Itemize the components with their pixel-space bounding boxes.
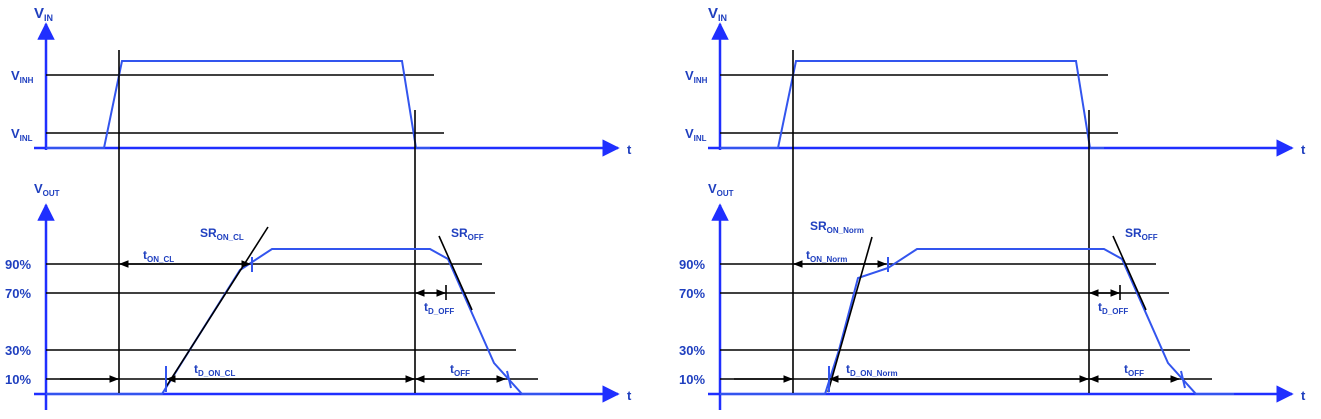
pct-70-label: 70% bbox=[5, 286, 31, 301]
tdoff-label: tD_OFF bbox=[424, 300, 454, 316]
vin-label: VIN bbox=[34, 5, 53, 23]
sr-on-tangent bbox=[165, 226, 269, 388]
pct-10-label: 10% bbox=[5, 372, 31, 387]
sr-off-label: SROFF bbox=[451, 226, 484, 242]
tdoff-label: tD_OFF bbox=[1098, 300, 1128, 316]
toff-label: tOFF bbox=[1124, 362, 1144, 378]
t-axis-top-label: t bbox=[1301, 142, 1306, 157]
vinh-label: VINH bbox=[685, 68, 708, 85]
sr-off-tangent bbox=[438, 235, 473, 311]
t-axis-top-label: t bbox=[627, 142, 632, 157]
vout-waveform bbox=[46, 248, 560, 395]
mark-off bbox=[506, 370, 512, 389]
pct-70-label: 70% bbox=[679, 286, 705, 301]
mark-off bbox=[1180, 370, 1186, 389]
pct-10-label: 10% bbox=[679, 372, 705, 387]
sr-off-label: SROFF bbox=[1125, 226, 1158, 242]
sr-on-label: SRON_Norm bbox=[810, 219, 864, 235]
pct-90-label: 90% bbox=[5, 257, 31, 272]
sr-on-label: SRON_CL bbox=[200, 226, 244, 242]
vout-waveform bbox=[720, 248, 1234, 395]
vout-label: VOUT bbox=[708, 181, 734, 198]
ton-label: tON_CL bbox=[143, 248, 174, 264]
toff-label: tOFF bbox=[450, 362, 470, 378]
sr-off-tangent bbox=[1112, 235, 1147, 311]
vinl-label: VINL bbox=[11, 126, 33, 143]
vout-label: VOUT bbox=[34, 181, 60, 198]
vinh-label: VINH bbox=[11, 68, 34, 85]
t-axis-bottom-label: t bbox=[1301, 388, 1306, 403]
vin-label: VIN bbox=[708, 5, 727, 23]
tdon-label: tD_ON_Norm bbox=[846, 362, 898, 378]
vin-waveform bbox=[720, 60, 1104, 149]
diagram-right: VIN VINH VINL t VOUT t 90% 70% 30% 10% t… bbox=[679, 5, 1306, 410]
diagram-left: VIN VINH VINL t VOUT t 90% 70% 30% 10% t… bbox=[5, 5, 632, 410]
vin-waveform bbox=[46, 60, 430, 149]
t-axis-bottom-label: t bbox=[627, 388, 632, 403]
vinl-label: VINL bbox=[685, 126, 707, 143]
pct-30-label: 30% bbox=[5, 343, 31, 358]
pct-90-label: 90% bbox=[679, 257, 705, 272]
tdon-label: tD_ON_CL bbox=[194, 362, 235, 378]
pct-30-label: 30% bbox=[679, 343, 705, 358]
ton-label: tON_Norm bbox=[806, 248, 847, 264]
